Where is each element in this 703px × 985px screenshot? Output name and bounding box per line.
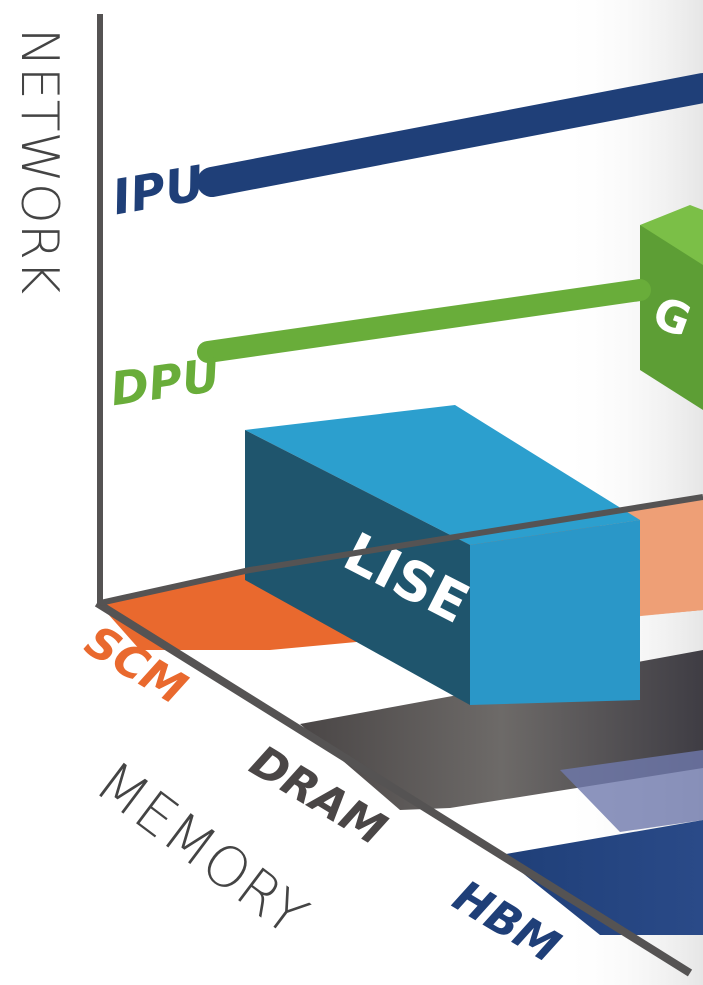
lise-front-face: [245, 430, 470, 705]
ipu-line: [197, 73, 703, 197]
green-block: G: [640, 205, 703, 410]
green-front-face: [640, 225, 703, 410]
lise-block: LISE: [245, 405, 640, 705]
dpu-label: DPU: [107, 348, 223, 417]
hbm-band: [500, 820, 703, 935]
dpu-line: [197, 279, 651, 363]
width-axis: [99, 494, 703, 606]
network-axis-title: NETWORK: [9, 28, 69, 294]
hbm-overlay: [560, 750, 703, 832]
ipu-label: IPU: [108, 155, 208, 226]
depth-axis: [94, 599, 693, 977]
lise-top-face: [245, 405, 640, 545]
lise-side-face: [470, 520, 640, 705]
green-top-face: [640, 205, 703, 270]
